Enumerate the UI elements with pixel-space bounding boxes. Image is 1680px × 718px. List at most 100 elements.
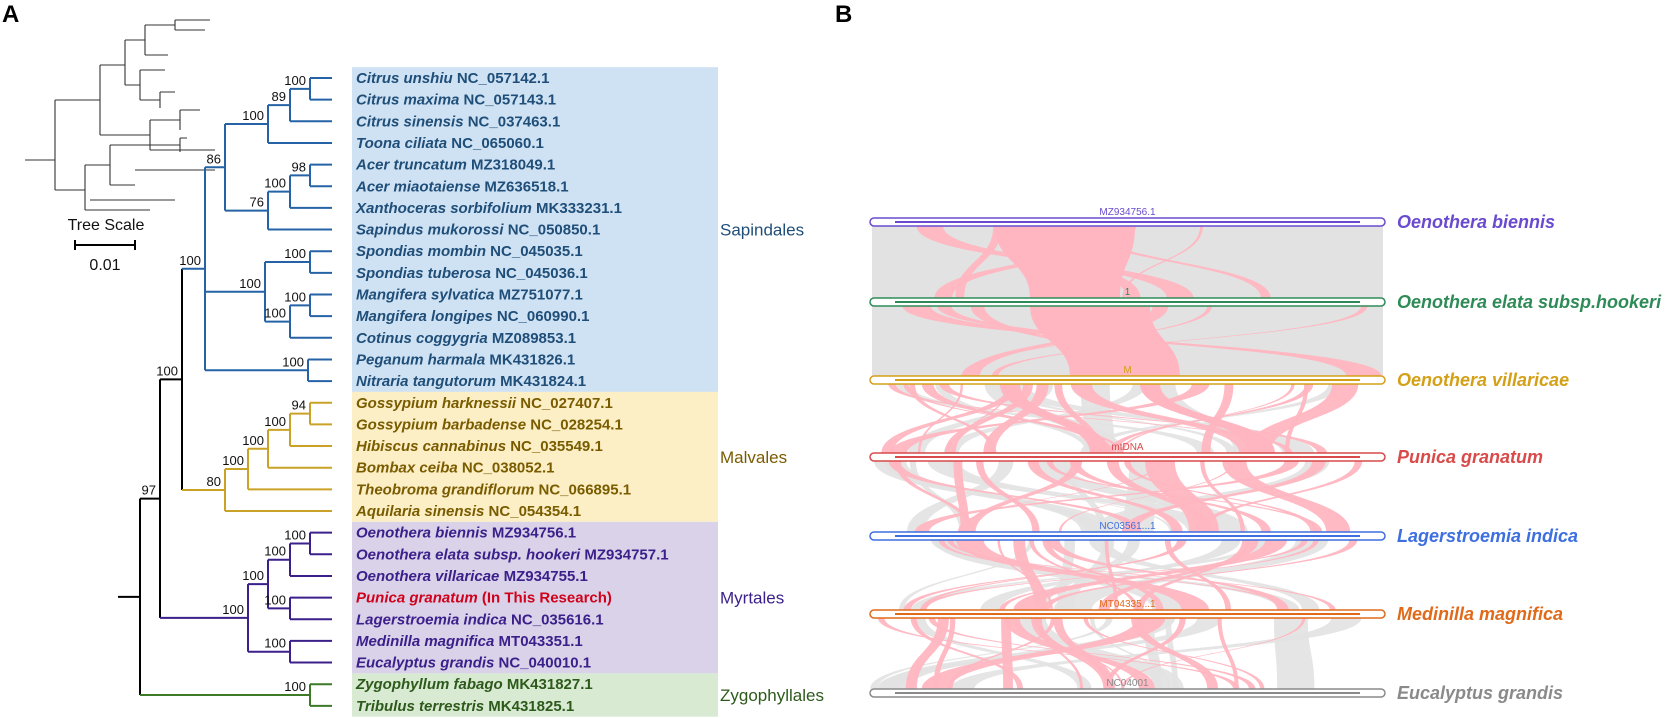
bootstrap-value: 100 [284,73,306,88]
leaf-lagerstroemia-indica: Lagerstroemia indica NC_035616.1 [356,611,604,628]
order-box-malvales [352,391,718,522]
leaf-tribulus-terrestris: Tribulus terrestris MK431825.1 [356,698,574,715]
bootstrap-value: 80 [207,474,221,489]
leaf-punica-granatum: Punica granatum (In This Research) [356,590,612,607]
leaf-accession: MZ934756.1 [488,525,576,542]
leaf-species: Toona ciliata [356,135,447,152]
leaf-citrus-maxima: Citrus maxima NC_057143.1 [356,92,556,109]
ribbon-pink-2-16 [909,384,997,453]
panel-a: A Tree Scale 0.01 9710010086100891007610… [2,1,824,717]
leaf-mangifera-longipes: Mangifera longipes NC_060990.1 [356,308,589,325]
leaf-accession: NC_035616.1 [507,611,604,628]
ribbon-pink-4-10 [1098,540,1259,610]
leaf-sapindus-mukorossi: Sapindus mukorossi NC_050850.1 [356,222,600,239]
genome-id-eucalyptus-grandis: NC04001 [1106,678,1149,689]
leaf-accession: MK333231.1 [532,200,622,217]
bootstrap-value: 97 [142,483,156,498]
bootstrap-value: 98 [292,159,306,174]
bootstrap-value: 100 [264,592,286,607]
ribbon-pink-3-8 [1106,461,1213,532]
bootstrap-value: 100 [284,246,306,261]
overview-branch-3 [100,109,215,151]
genome-label-eucalyptus-grandis: Eucalyptus grandis [1397,683,1563,703]
overview-branch-4 [75,137,187,210]
synteny-ribbons [870,226,1383,689]
ribbon-grey-2-8 [996,384,1237,453]
ribbon-pink-0-5 [955,226,1002,298]
bootstrap-value: 100 [222,453,244,468]
bootstrap-value: 86 [207,151,221,166]
ribbon-pink-3-7 [1058,461,1235,532]
leaf-species: Mangifera sylvatica [356,287,494,304]
leaf-species: Citrus maxima [356,92,459,109]
leaf-accession: NC_057142.1 [453,70,550,87]
overview-branch-1 [99,19,210,135]
leaf-accession: (In This Research) [478,590,612,607]
ribbon-pink-2-12 [918,384,964,453]
ribbon-pink-2-8 [939,384,1328,453]
bootstrap-value: 100 [239,276,261,291]
genome-label-oenothera-biennis: Oenothera biennis [1397,212,1555,232]
order-box-zygophyllales [352,673,718,717]
leaf-species: Punica granatum [356,590,478,607]
leaf-accession: MZ934757.1 [580,546,668,563]
ribbon-pink-5-15 [910,618,1024,689]
leaf-species: Aquilaria sinensis [355,503,484,520]
leaf-species: Zygophyllum fabago [355,676,503,693]
bootstrap-value: 100 [284,679,306,694]
overview-branch-2 [125,69,175,108]
overview-branch-0 [25,99,100,191]
ribbon-pink-4-2 [1013,540,1288,610]
ribbon-pink-4-14 [1047,540,1289,610]
leaf-species: Gossypium harknessii [356,395,517,412]
ribbon-pink-4-5 [1042,540,1164,610]
ribbon-pink-5-11 [1121,618,1306,689]
ribbon-pink-3-11 [888,461,1142,532]
phylogenetic-tree [118,77,332,707]
leaf-accession: MK431826.1 [485,351,575,368]
leaf-accession: MZ318049.1 [467,157,555,174]
ribbon-pink-4-16 [1104,540,1119,610]
ribbon-pink-4-7 [1136,540,1250,610]
ribbon-pink-0-3 [1079,226,1271,298]
genome-id-punica-granatum: mtDNA [1111,442,1144,453]
leaf-accession: NC_037463.1 [464,113,561,130]
ribbon-grey-4-1 [899,540,1034,610]
ribbon-pink-2-3 [1070,384,1261,453]
ribbon-pink-2-13 [888,384,1293,453]
bootstrap-value: 100 [179,253,201,268]
leaf-species: Acer miaotaiense [355,178,480,195]
ribbon-pink-3-5 [1069,461,1271,532]
leaf-nitraria-tangutorum: Nitraria tangutorum MK431824.1 [356,373,586,390]
ribbon-pink-3-15 [965,461,1083,532]
genome-id-oenothera-biennis: MZ934756.1 [1099,207,1156,218]
leaf-species: Bombax ceiba [356,460,458,477]
genome-label-punica-granatum: Punica granatum [1397,447,1543,467]
ribbon-pink-2-10 [1201,384,1234,453]
ribbon-pink-2-11 [1284,384,1309,453]
leaf-accession: NC_060990.1 [493,308,590,325]
leaf-accession: MZ636518.1 [480,178,568,195]
leaf-accession: MK431827.1 [503,676,593,693]
genome-label-lagerstroemia-indica: Lagerstroemia indica [1397,526,1578,546]
leaf-peganum-harmala: Peganum harmala MK431826.1 [356,351,575,368]
leaf-accession: MT043351.1 [494,633,582,650]
genome-label-oenothera-elata-subsp-hookeri: Oenothera elata subsp.hookeri [1397,292,1662,312]
order-box-sapindales [352,67,718,392]
leaf-species: Spondias mombin [356,243,486,260]
leaf-species: Peganum harmala [356,351,485,368]
ribbon-pink-1-5 [991,306,1368,376]
bootstrap-value: 100 [264,636,286,651]
leaf-spondias-tuberosa: Spondias tuberosa NC_045036.1 [356,265,588,282]
bootstrap-value: 100 [284,527,306,542]
leaf-accession: MZ934755.1 [499,568,587,585]
ribbon-pink-4-4 [1041,540,1358,610]
leaf-theobroma-grandiflorum: Theobroma grandiflorum NC_066895.1 [356,481,631,498]
leaf-species: Sapindus mukorossi [356,222,504,239]
leaf-accession: MK431825.1 [484,698,574,715]
leaf-citrus-unshiu: Citrus unshiu NC_057142.1 [356,70,549,87]
ribbon-pink-3-16 [1046,461,1323,532]
ribbon-grey-4-9 [934,540,1183,610]
order-label-sapindales: Sapindales [720,221,804,240]
